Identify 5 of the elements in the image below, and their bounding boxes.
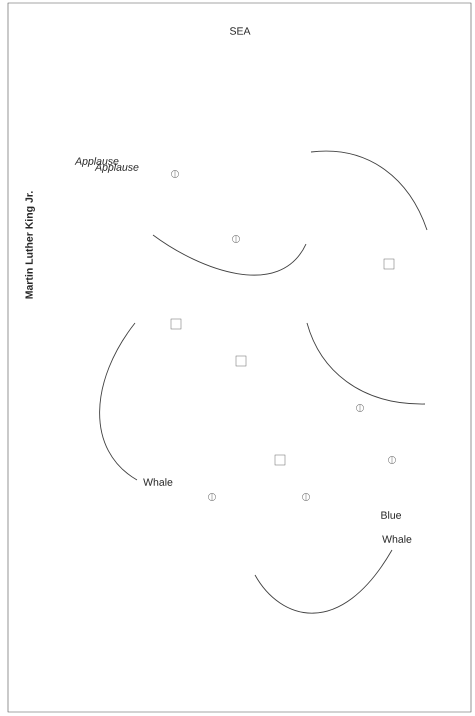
text-label: SEA <box>230 27 250 35</box>
text-label: Martin Luther King Jr. <box>25 191 35 299</box>
text-label: Blue <box>381 511 402 519</box>
text-label: Whale <box>143 478 172 486</box>
text-label: Whale <box>382 535 412 543</box>
